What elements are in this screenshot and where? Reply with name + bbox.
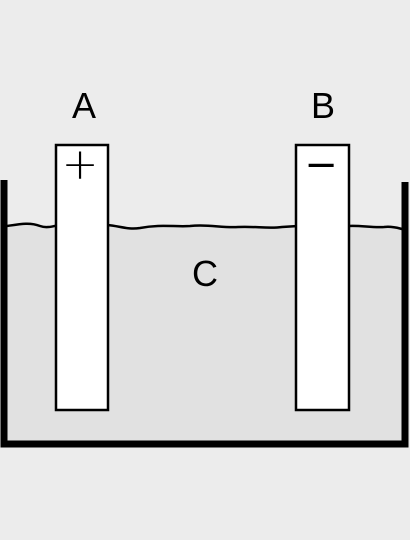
container-wall (0, 180, 409, 448)
label-a: A (72, 85, 96, 126)
label-c: C (192, 253, 218, 294)
electrode-b-sign: − (304, 142, 338, 188)
electrode-a (54, 143, 110, 412)
electrode-a-sign: + (62, 139, 99, 190)
electrode-b (294, 143, 351, 412)
label-b: B (311, 85, 335, 126)
